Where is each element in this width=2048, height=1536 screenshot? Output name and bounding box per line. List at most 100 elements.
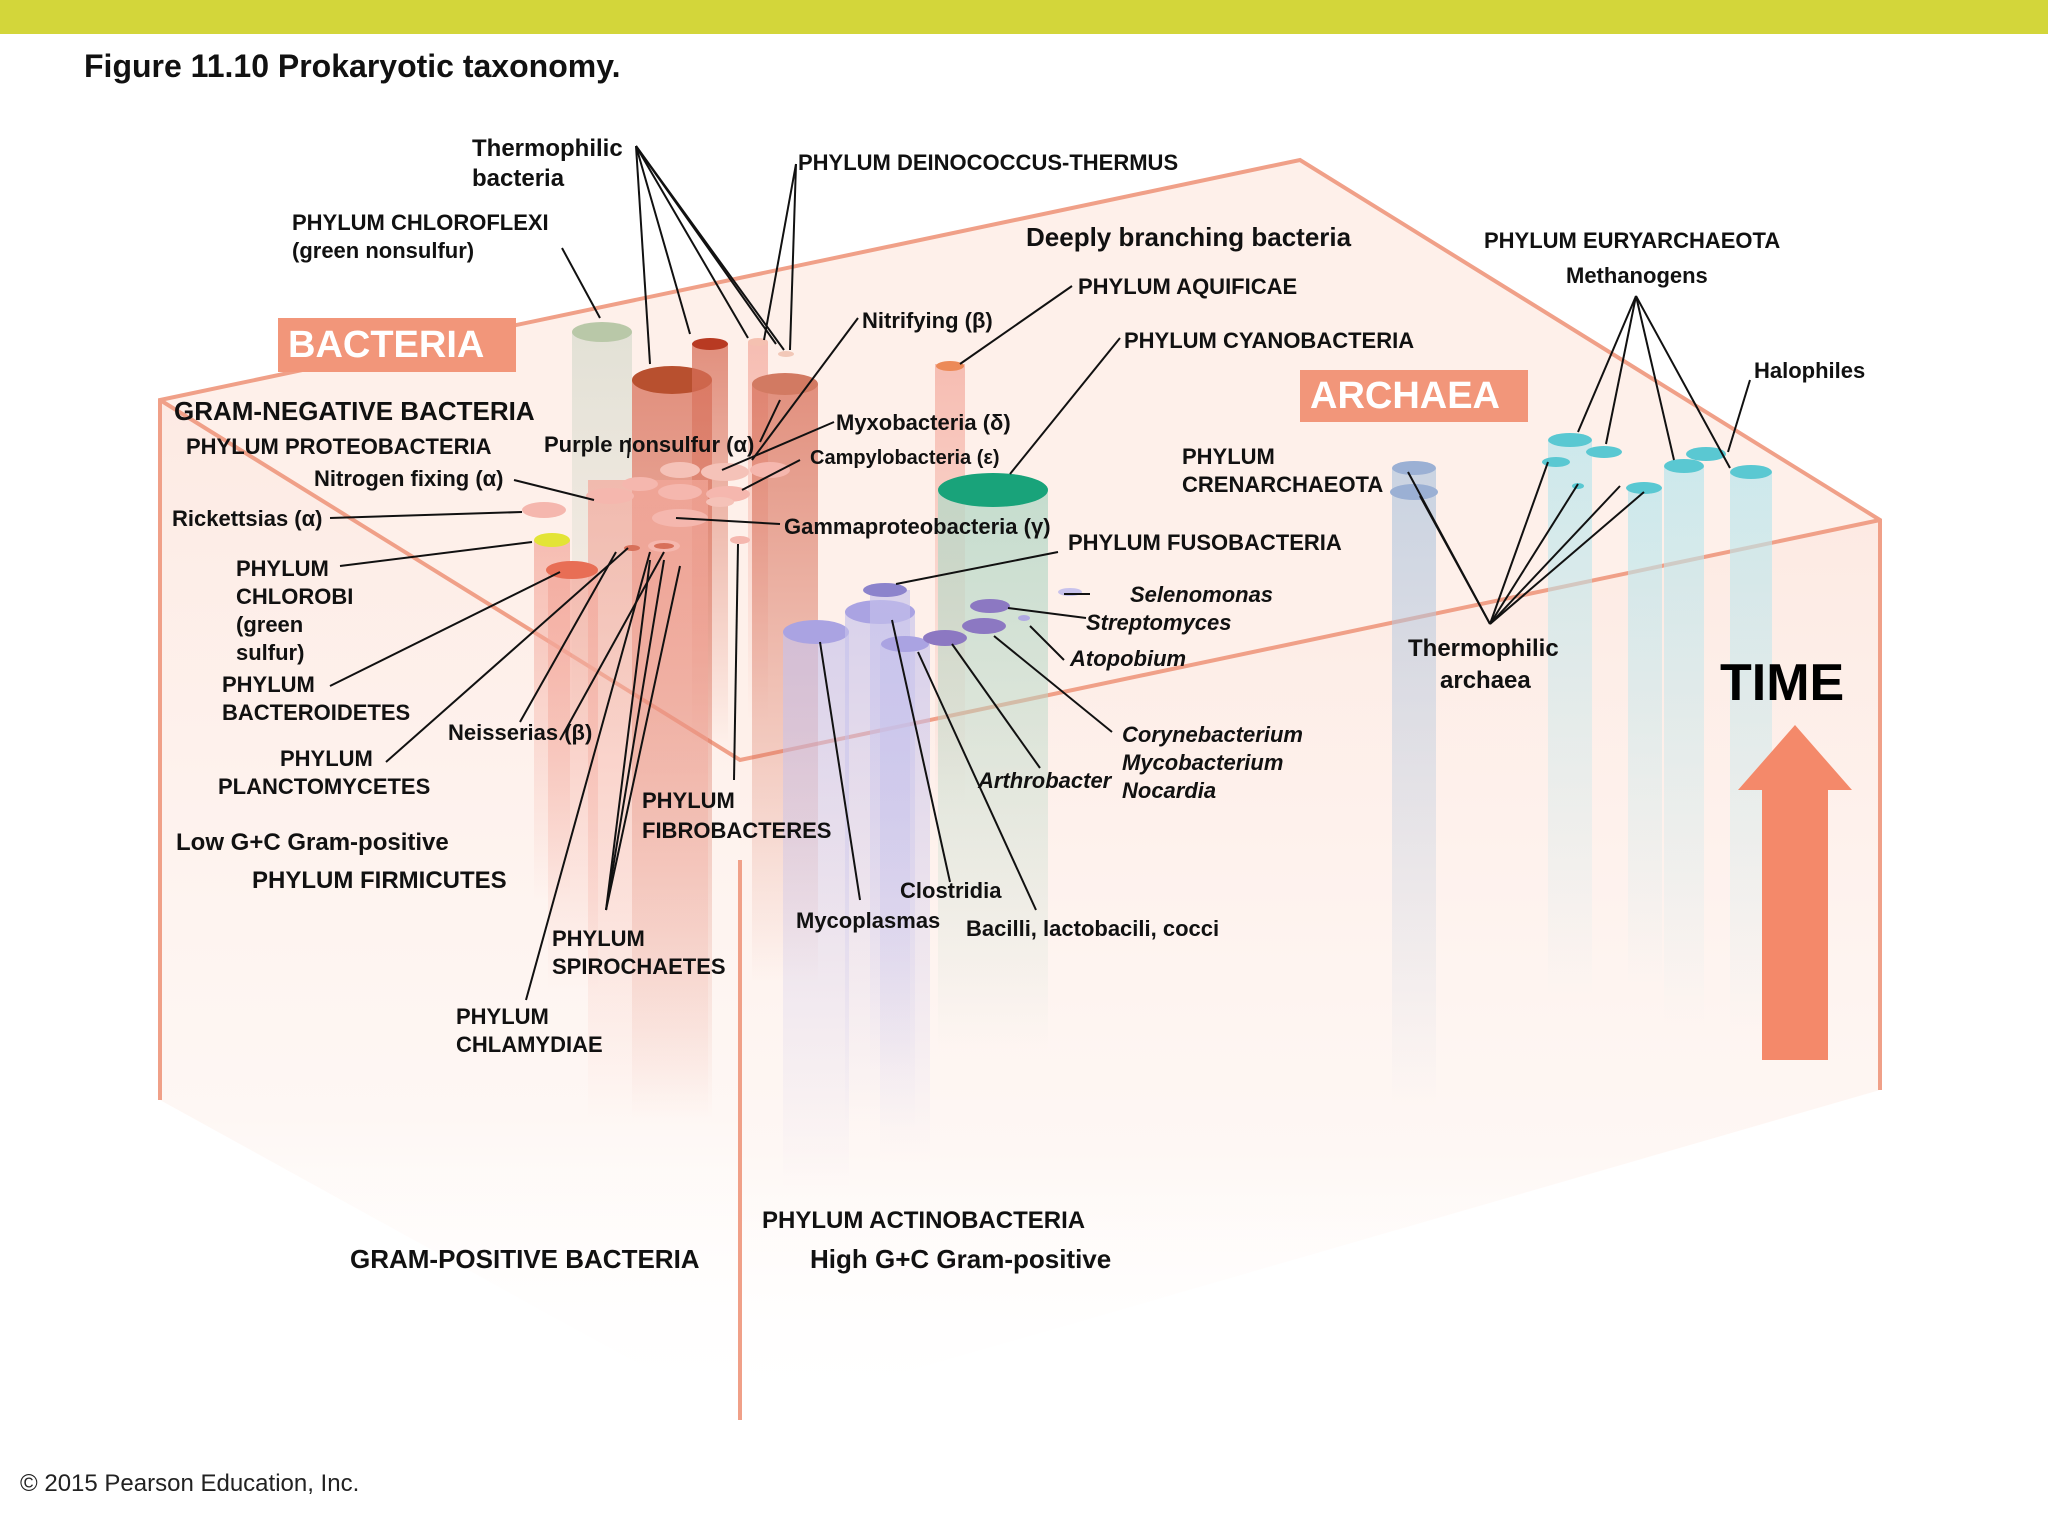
proteobacteria-disk-1 — [586, 488, 634, 504]
chlamydiae-line2: CHLAMYDIAE — [456, 1032, 603, 1057]
chloroflexi-line1: PHYLUM CHLOROFLEXI — [292, 210, 549, 235]
halophiles-label: Halophiles — [1754, 358, 1865, 383]
thermo-arch-disk-1 — [1542, 457, 1570, 467]
bacteroidetes-line1: PHYLUM — [222, 672, 315, 697]
methanogen-disk-3 — [1664, 459, 1704, 473]
crenarchaeota-line2: CRENARCHAEOTA — [1182, 472, 1383, 497]
archaea-columns — [1390, 433, 1772, 1108]
archaea-label: ARCHAEA — [1310, 375, 1500, 417]
atopobium-disk — [1018, 615, 1030, 621]
thermophilic-disk-4 — [778, 351, 794, 357]
time-label: TIME — [1720, 654, 1844, 712]
thermo-arch-disk-2 — [1626, 482, 1662, 494]
fibrobacteres-line1: PHYLUM — [642, 788, 735, 813]
planctomycetes-line1: PHYLUM — [280, 746, 373, 771]
thermo-arch-disk-3 — [1572, 483, 1584, 489]
thermophilic-disk-3 — [748, 338, 768, 346]
crenarchaeota-line1: PHYLUM — [1182, 444, 1275, 469]
rickettsias-disk — [522, 502, 566, 518]
methanogens-label: Methanogens — [1566, 263, 1708, 288]
high-gc-label: High G+C Gram-positive — [810, 1244, 1111, 1274]
thermophilic-archaea-line2: archaea — [1440, 667, 1531, 694]
gamma-disk — [730, 536, 750, 544]
chloroflexi-line2: (green nonsulfur) — [292, 238, 474, 263]
chlorobi-line1: PHYLUM — [236, 556, 329, 581]
planctomycetes-line2: PLANCTOMYCETES — [218, 774, 430, 799]
methanogen-disk-1 — [1548, 433, 1592, 447]
red-small-disk-2 — [654, 543, 674, 549]
proteobacteria-disk-8 — [750, 462, 790, 478]
deeply-branching-label: Deeply branching bacteria — [1026, 222, 1352, 252]
methanogen-disk-2 — [1586, 446, 1622, 458]
methanogen-disk-4 — [1686, 447, 1726, 461]
nocardia-line: Nocardia — [1122, 778, 1216, 803]
chlorobi-line3: (green — [236, 612, 303, 637]
proteobacteria-disk-7 — [701, 463, 749, 481]
mycobacterium-line: Mycobacterium — [1122, 750, 1283, 775]
cyanobacteria-label: PHYLUM CYANOBACTERIA — [1124, 328, 1414, 353]
proteobacteria-disk-9 — [706, 497, 734, 507]
spirochaetes-line2: SPIROCHAETES — [552, 954, 726, 979]
archaea-domain-box: ARCHAEA — [1300, 370, 1528, 422]
proteobacteria-label: PHYLUM PROTEOBACTERIA — [186, 434, 492, 459]
figure-title: Figure 11.10 Prokaryotic taxonomy. — [84, 48, 621, 84]
mycoplasmas-label: Mycoplasmas — [796, 908, 940, 933]
nitrogen-fixing-label: Nitrogen fixing (α) — [314, 466, 504, 491]
rickettsias-label: Rickettsias (α) — [172, 506, 322, 531]
thermophilic-archaea-line1: Thermophilic — [1408, 635, 1559, 662]
bacilli-disk — [881, 636, 929, 652]
chloroflexi-disk — [572, 322, 632, 342]
euryarchaeota-label: PHYLUM EURYARCHAEOTA — [1484, 228, 1780, 253]
taxon-labels: Thermophilic bacteria PHYLUM CHLOROFLEXI (… — [172, 135, 1865, 1274]
time-arrow — [1738, 725, 1852, 1060]
red-small-disk-1 — [624, 545, 640, 551]
chlorobi-line2: CHLOROBI — [236, 584, 353, 609]
nitrifying-label: Nitrifying (β) — [862, 308, 993, 333]
low-gc-label: Low G+C Gram-positive — [176, 829, 449, 856]
gammaproteobacteria-label: Gammaproteobacteria (γ) — [784, 514, 1051, 539]
crenarchaeota-disk-1 — [1392, 461, 1436, 475]
streptomyces-disk — [970, 599, 1010, 613]
aquificae-label: PHYLUM AQUIFICAE — [1078, 274, 1297, 299]
bacteria-domain-box: BACTERIA — [278, 318, 516, 372]
spirochaetes-line1: PHYLUM — [552, 926, 645, 951]
copyright: © 2015 Pearson Education, Inc. — [20, 1470, 360, 1497]
corynebacterium-line: Corynebacterium — [1122, 722, 1303, 747]
mycoplasma-disk — [783, 620, 849, 644]
arthrobacter-label: Arthrobacter — [977, 768, 1113, 793]
bacteria-label: BACTERIA — [288, 324, 484, 366]
corynebacterium-disk — [962, 618, 1006, 634]
gram-negative-label: GRAM-NEGATIVE BACTERIA — [174, 396, 535, 426]
thermophilic-bacteria-line1: Thermophilic — [472, 135, 623, 162]
proteobacteria-disk-4 — [660, 462, 700, 478]
cyanobacteria-disk — [938, 473, 1048, 507]
arthrobacter-disk — [923, 630, 967, 646]
bacteroidetes-line2: BACTEROIDETES — [222, 700, 410, 725]
atopobium-label: Atopobium — [1069, 646, 1186, 671]
bacteria-columns — [522, 322, 1048, 1120]
fusobacteria-disk — [863, 583, 907, 597]
actinobacteria-label: PHYLUM ACTINOBACTERIA — [762, 1207, 1085, 1234]
proteobacteria-disk-2 — [622, 477, 658, 491]
thermophilic-disk-2 — [692, 338, 728, 350]
halophile-disk — [1730, 465, 1772, 479]
leader-lines — [329, 145, 1751, 1001]
fusobacteria-label: PHYLUM FUSOBACTERIA — [1068, 530, 1342, 555]
svg-text:PHYLUM CHLOROFLEXI(green nonsu: PHYLUM CHLOROFLEXI (green nonsulfur) — [292, 210, 549, 263]
deinococcus-label: PHYLUM DEINOCOCCUS-THERMUS — [798, 150, 1178, 175]
purple-nonsulfur-label: Purple nonsulfur (α) — [544, 432, 754, 457]
thermophilic-bacteria-line2: bacteria — [472, 165, 565, 192]
fibrobacteres-line2: FIBROBACTERES — [642, 818, 831, 843]
chlorobi-disk — [534, 533, 570, 547]
crenarchaeota-disk-2 — [1390, 484, 1438, 500]
